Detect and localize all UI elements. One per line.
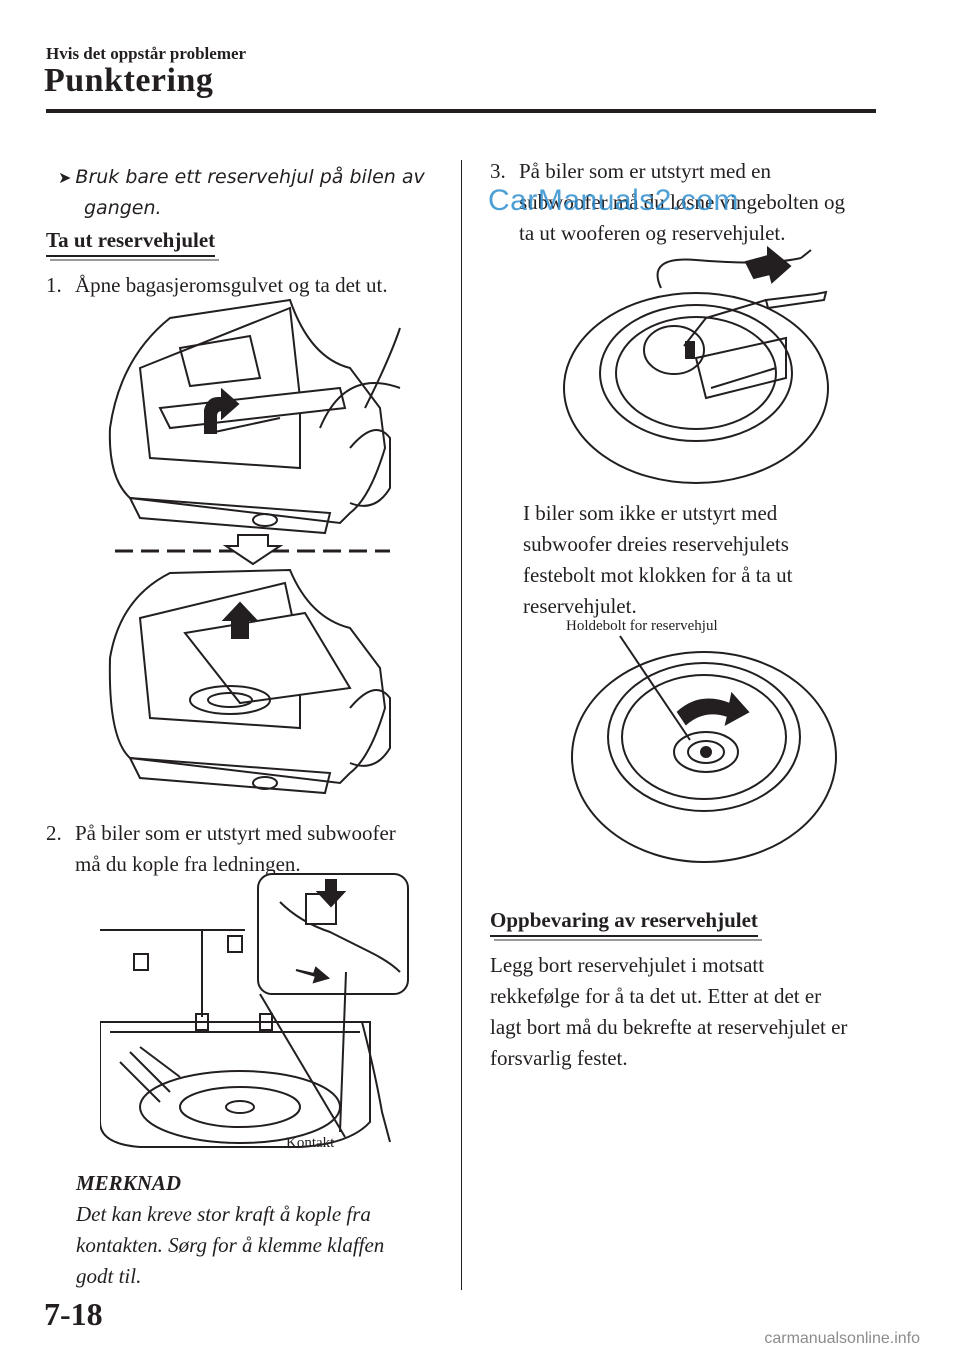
step-3-number: 3.	[490, 159, 506, 183]
step-3-line-1: På biler som er utstyrt med en	[519, 159, 771, 183]
arrow-bullet-icon: ➤	[58, 168, 72, 187]
figure-subwoofer-spare	[556, 238, 846, 488]
step-1-text: Åpne bagasjeromsgulvet og ta det ut.	[75, 273, 388, 297]
page-number: 7-18	[44, 1296, 103, 1332]
heading-remove-spare: Ta ut reservehjulet	[46, 228, 220, 261]
para-storing-line-3: lagt bort må du bekrefte at reservehjule…	[490, 1015, 848, 1039]
watermark-bottom: carmanualsonline.info	[764, 1330, 920, 1347]
merknad-note: MERKNAD Det kan kreve stor kraft å kople…	[76, 1168, 436, 1292]
step-2-line-2: må du kople fra ledningen.	[75, 852, 301, 876]
heading-storing-spare: Oppbevaring av reservehjulet	[490, 908, 762, 941]
figure-spare-bolt: Holdebolt for reservehjul	[560, 612, 850, 876]
note-line-1: Bruk bare ett reservehjul på bilen av	[75, 166, 425, 188]
step-3: 3. På biler som er utstyrt med en subwoo…	[490, 156, 880, 249]
step-1-number: 1.	[46, 273, 62, 297]
para-no-subwoofer: I biler som ikke er utstyrt med subwoofe…	[523, 498, 883, 622]
column-divider	[461, 160, 462, 1290]
bolt-label: Holdebolt for reservehjul	[566, 618, 718, 634]
step-3-line-2: subwoofer må du løsne vingebolten og	[519, 190, 846, 214]
watermark-top: CarManuals2.com	[488, 184, 739, 217]
merknad-line-3: godt til.	[76, 1264, 142, 1288]
connector-label: Kontakt	[286, 1135, 335, 1151]
trunk-illustration	[108, 298, 401, 795]
para-storing-line-2: rekkefølge for å ta det ut. Etter at det…	[490, 984, 822, 1008]
step-2-number: 2.	[46, 821, 62, 845]
para-storing: Legg bort reservehjulet i motsatt rekkef…	[490, 950, 890, 1074]
para-no-sub-line-2: subwoofer dreies reservehjulets	[523, 532, 789, 556]
para-no-sub-line-4: reservehjulet.	[523, 594, 637, 618]
step-1: 1. Åpne bagasjeromsgulvet og ta det ut.	[46, 270, 446, 301]
figure-connector: Kontakt	[100, 872, 412, 1152]
para-no-sub-line-1: I biler som ikke er utstyrt med	[523, 501, 778, 525]
merknad-line-1: Det kan kreve stor kraft å kople fra	[76, 1202, 371, 1226]
para-storing-line-4: forsvarlig festet.	[490, 1046, 628, 1070]
page-title: Punktering	[44, 62, 214, 99]
step-2: 2. På biler som er utstyrt med subwoofer…	[46, 818, 446, 880]
warning-note: ➤Bruk bare ett reservehjul på bilen av g…	[58, 162, 428, 224]
merknad-title: MERKNAD	[76, 1171, 182, 1195]
header-rule	[46, 109, 876, 113]
section-label: Hvis det oppstår problemer	[46, 44, 247, 63]
para-storing-line-1: Legg bort reservehjulet i motsatt	[490, 953, 765, 977]
note-line-2: gangen.	[84, 197, 162, 219]
merknad-line-2: kontakten. Sørg for å klemme klaffen	[76, 1233, 385, 1257]
para-no-sub-line-3: festebolt mot klokken for å ta ut	[523, 563, 793, 587]
step-2-line-1: På biler som er utstyrt med subwoofer	[75, 821, 396, 845]
step-3-line-3: ta ut wooferen og reservehjulet.	[519, 221, 786, 245]
figure-trunk-floor	[100, 298, 410, 808]
